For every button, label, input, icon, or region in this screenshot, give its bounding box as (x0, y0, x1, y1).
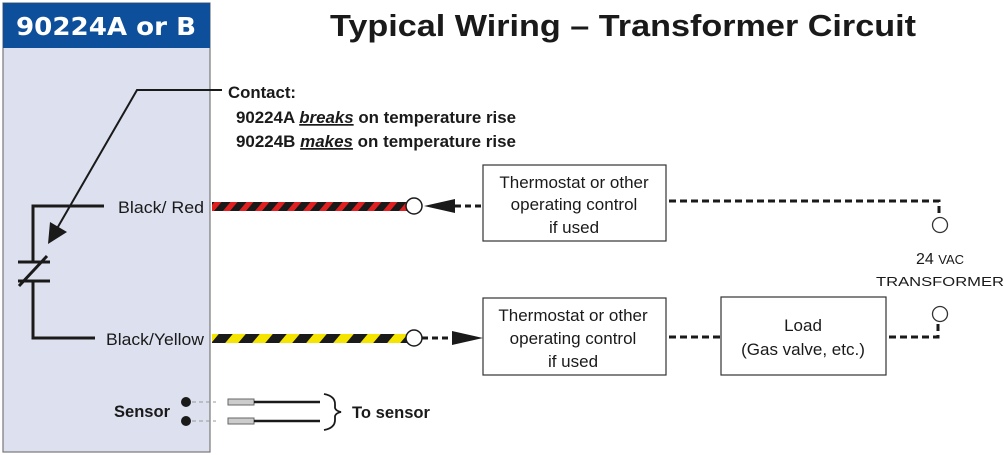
brace-icon (323, 393, 342, 431)
sensor-pin-2 (227, 417, 255, 425)
transformer-terminal-bottom (931, 305, 949, 323)
control-bottom-line-2: operating control (510, 329, 637, 348)
page-title: Typical Wiring – Transformer Circuit (330, 8, 916, 43)
control-box-bottom (482, 297, 667, 376)
control-bottom-line-1: Thermostat or other (498, 306, 648, 325)
arrow-right-icon (452, 331, 483, 345)
control-top-line-2: operating control (511, 195, 638, 214)
contact-pointer-arrowhead (48, 222, 67, 244)
control-top-line-1: Thermostat or other (499, 173, 649, 192)
contact-pointer-line (54, 89, 222, 233)
sensor-pin-1 (227, 398, 255, 406)
sensor-terminal-2 (181, 416, 191, 426)
control-top-line-3: if used (549, 218, 599, 237)
control-bottom-line-3: if used (548, 352, 598, 371)
to-sensor-label: To sensor (352, 403, 430, 422)
wire-label-black-yellow: Black/Yellow (106, 330, 205, 349)
terminal-yellow (405, 329, 423, 347)
wire-label-black-red: Black/ Red (118, 198, 204, 217)
transformer-terminal-top (931, 216, 949, 234)
transformer-label: TRANSFORMER (876, 274, 1004, 289)
load-subtitle: (Gas valve, etc.) (741, 340, 865, 359)
device-panel: 90224A or B (2, 2, 211, 453)
switch-symbol (17, 204, 104, 340)
contact-label: Contact: (228, 83, 296, 102)
terminal-red (405, 197, 423, 215)
control-box-top (482, 164, 667, 242)
sensor-label: Sensor (114, 402, 170, 421)
model-label: 90224A or B (16, 12, 196, 41)
bottom-dashed-wire (889, 322, 940, 339)
black-red-wire (212, 202, 408, 211)
arrow-left-icon (424, 199, 455, 213)
contact-line-a: 90224A breaks on temperature rise (236, 108, 516, 127)
contact-line-b: 90224B makes on temperature rise (236, 132, 516, 151)
load-box (720, 296, 887, 376)
black-yellow-wire (212, 334, 408, 343)
load-title: Load (784, 316, 822, 335)
contact-note: Contact: 90224A breaks on temperature ri… (48, 83, 516, 244)
top-dashed-wire (669, 199, 941, 217)
model-header (3, 3, 210, 48)
sensor-terminal-1 (181, 397, 191, 407)
transformer-voltage: 24 VAC (916, 251, 964, 268)
